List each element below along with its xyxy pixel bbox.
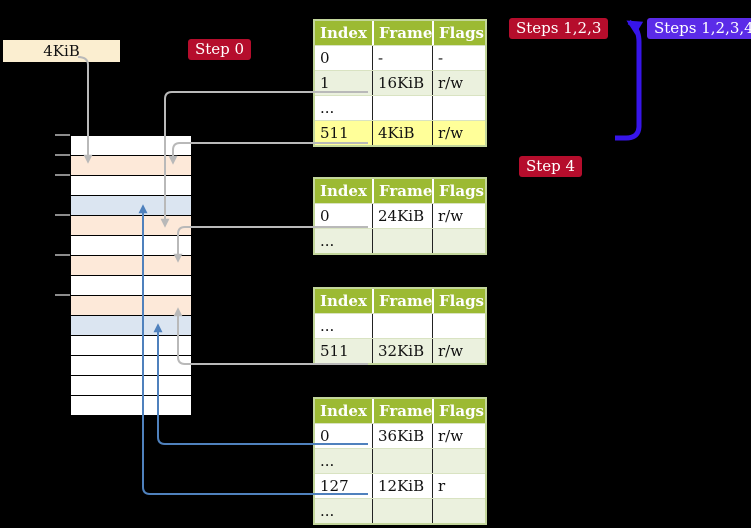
- table-cell: 24KiB: [372, 204, 432, 228]
- column-header: Frame: [372, 179, 432, 203]
- table-cell: [372, 449, 432, 473]
- table-cell: [372, 96, 432, 120]
- table-row: ...: [315, 498, 485, 523]
- table-row: ...: [315, 313, 485, 338]
- address-tick: [55, 254, 70, 256]
- table-cell: 0: [320, 49, 330, 67]
- table-row: ...: [315, 448, 485, 473]
- memory-frame-white: [71, 176, 191, 196]
- address-tick: [55, 214, 70, 216]
- table-cell: ...: [320, 317, 335, 335]
- column-header: Frame: [372, 399, 432, 423]
- address-tick: [55, 154, 70, 156]
- table-row: 0 --: [315, 45, 485, 70]
- table-cell: [372, 229, 432, 253]
- column-header: Frame: [372, 21, 432, 45]
- column-header: Index: [320, 292, 367, 310]
- table-cell: r: [432, 474, 485, 498]
- table-cell: r/w: [432, 339, 485, 363]
- column-header: Flags: [432, 179, 485, 203]
- table-cell: 0: [320, 207, 330, 225]
- table-cell: 32KiB: [372, 339, 432, 363]
- column-header: Index: [320, 182, 367, 200]
- table-cell: 511: [315, 121, 372, 145]
- table-cell: [432, 314, 485, 338]
- page-size-label: 4KiB: [3, 40, 120, 62]
- table-cell: ...: [320, 502, 335, 520]
- column-header: Flags: [432, 399, 485, 423]
- memory-frame-peach: [71, 296, 191, 316]
- table-cell: 36KiB: [372, 424, 432, 448]
- table-cell: r/w: [432, 424, 485, 448]
- column-header: Frame: [372, 289, 432, 313]
- table-cell: [432, 449, 485, 473]
- table-cell: 0: [320, 427, 330, 445]
- table-cell: r/w: [432, 204, 485, 228]
- table-row: ...: [315, 95, 485, 120]
- table-cell: 4KiB: [372, 121, 432, 145]
- memory-frame-white: [71, 136, 191, 156]
- address-tick: [55, 134, 70, 136]
- column-header: Flags: [432, 21, 485, 45]
- table-cell: r/w: [432, 71, 485, 95]
- table-cell: 1: [320, 74, 330, 92]
- table-cell: [432, 229, 485, 253]
- table-cell: ...: [320, 99, 335, 117]
- table-cell: -: [432, 46, 485, 70]
- table-cell: ...: [320, 232, 335, 250]
- column-header: Flags: [432, 289, 485, 313]
- table-cell: -: [372, 46, 432, 70]
- column-header: Index: [320, 402, 367, 420]
- table-cell: 12KiB: [372, 474, 432, 498]
- arrow-loop-steps-to-table-top: [615, 19, 644, 141]
- address-tick: [55, 174, 70, 176]
- memory-frame-white: [71, 356, 191, 376]
- steps123-badge: Steps 1,2,3: [509, 18, 609, 39]
- table-cell: [372, 314, 432, 338]
- step0-badge: Step 0: [188, 39, 252, 60]
- memory-frame-white: [71, 276, 191, 296]
- table-cell: 127: [320, 477, 349, 495]
- memory-frame-peach: [71, 156, 191, 176]
- memory-frame-white: [71, 336, 191, 356]
- table-row: ...: [315, 228, 485, 253]
- memory-frame-white: [71, 376, 191, 396]
- step4-badge: Step 4: [519, 156, 583, 177]
- column-header: Index: [320, 24, 367, 42]
- table-cell: [432, 96, 485, 120]
- table-cell: r/w: [432, 121, 485, 145]
- memory-frame-peach: [71, 216, 191, 236]
- table-cell: 16KiB: [372, 71, 432, 95]
- table-cell: ...: [320, 452, 335, 470]
- table-cell: [432, 499, 485, 523]
- address-tick: [55, 294, 70, 296]
- table-cell: 511: [320, 342, 349, 360]
- memory-frame-peach: [71, 256, 191, 276]
- memory-frame-white: [71, 236, 191, 256]
- memory-frame-blue: [71, 316, 191, 336]
- memory-frame-blue: [71, 196, 191, 216]
- steps1234-badge: Steps 1,2,3,4: [647, 18, 751, 39]
- memory-frame-white: [71, 396, 191, 415]
- physical-memory-strip: [70, 135, 192, 416]
- table-cell: [372, 499, 432, 523]
